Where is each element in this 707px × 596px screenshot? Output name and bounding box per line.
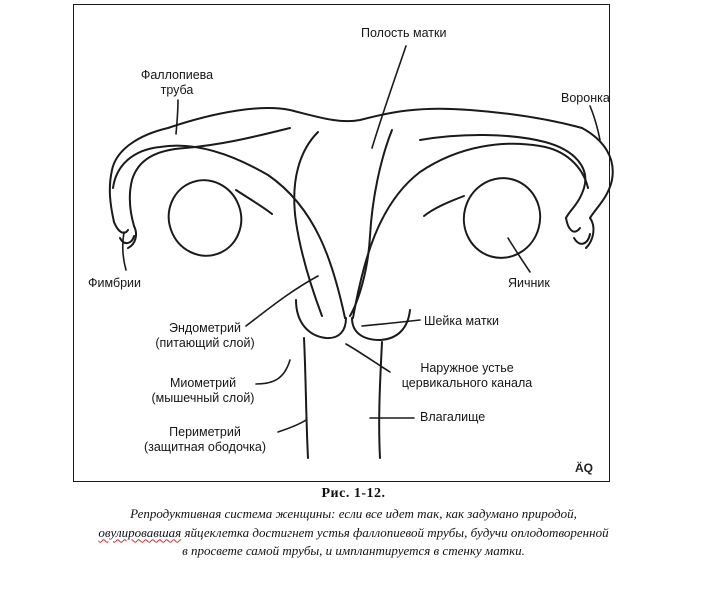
ovarian-ligament-left bbox=[235, 189, 273, 215]
leader-perimetrium bbox=[277, 419, 307, 433]
label-infundibulum: Воронка bbox=[561, 91, 610, 105]
leader-ovary bbox=[507, 237, 531, 273]
label-cervix: Шейка матки bbox=[424, 314, 500, 328]
leader-uterine-cavity bbox=[371, 45, 407, 149]
uterine-cavity-right bbox=[349, 129, 393, 317]
label-perimetrium: Периметрий (защитная ободочка) bbox=[143, 425, 267, 454]
uterus-fundus bbox=[167, 107, 583, 129]
vagina-right-wall bbox=[378, 341, 383, 459]
spellcheck-flagged-word[interactable]: овулировавшая bbox=[98, 524, 182, 540]
label-fimbriae: Фимбрии bbox=[88, 276, 142, 290]
uterus-outer-wall bbox=[112, 144, 346, 319]
cervix-right bbox=[351, 309, 411, 341]
caption-line-3: в просвете самой трубы, и имплантируется… bbox=[182, 543, 525, 558]
vagina-left-wall bbox=[303, 337, 309, 459]
label-ovary: Яичник bbox=[508, 276, 550, 290]
label-fallopian-tube: Фаллопиева труба bbox=[140, 68, 214, 97]
caption-line-2: овулировавшая яйцеклетка достигнет устья… bbox=[98, 524, 609, 540]
artist-signature: ÄQ bbox=[575, 461, 593, 475]
leader-fallopian-tube bbox=[175, 99, 179, 135]
leader-endometrium bbox=[245, 275, 319, 327]
label-myometrium: Миометрий (мышечный слой) bbox=[151, 376, 255, 405]
leader-cervix bbox=[361, 319, 421, 327]
label-vagina: Влагалище bbox=[420, 410, 486, 424]
label-uterine-cavity: Полость матки bbox=[361, 26, 447, 40]
fimbriae-right bbox=[565, 217, 595, 249]
fimbriae-left bbox=[113, 221, 137, 249]
fallopian-tube-right-outer bbox=[581, 127, 614, 219]
leader-fimbriae bbox=[121, 231, 127, 271]
leader-external-os bbox=[345, 343, 391, 373]
fallopian-tube-right-inner bbox=[419, 134, 587, 219]
caption-line-1: Репродуктивная система женщины: если все… bbox=[130, 506, 577, 521]
ovary-right bbox=[462, 177, 542, 259]
fallopian-tube-left-inner bbox=[128, 127, 291, 227]
uterine-cavity-left bbox=[293, 131, 323, 317]
figure-number: Рис. 1-12. bbox=[321, 486, 386, 501]
label-external-os: Наружное устье цервикального канала bbox=[401, 361, 533, 390]
label-endometrium: Эндометрий (питающий слой) bbox=[155, 321, 255, 350]
ovary-left bbox=[167, 179, 243, 257]
uterus-outer-wall-right bbox=[352, 142, 589, 319]
figure-frame bbox=[73, 4, 610, 482]
ovarian-ligament-right bbox=[423, 195, 465, 217]
leader-infundibulum bbox=[589, 105, 601, 141]
leader-myometrium bbox=[255, 359, 291, 385]
cervix-left bbox=[295, 299, 347, 340]
figure-caption: Репродуктивная система женщины: если все… bbox=[0, 505, 707, 561]
fallopian-tube-left-outer bbox=[108, 127, 169, 223]
